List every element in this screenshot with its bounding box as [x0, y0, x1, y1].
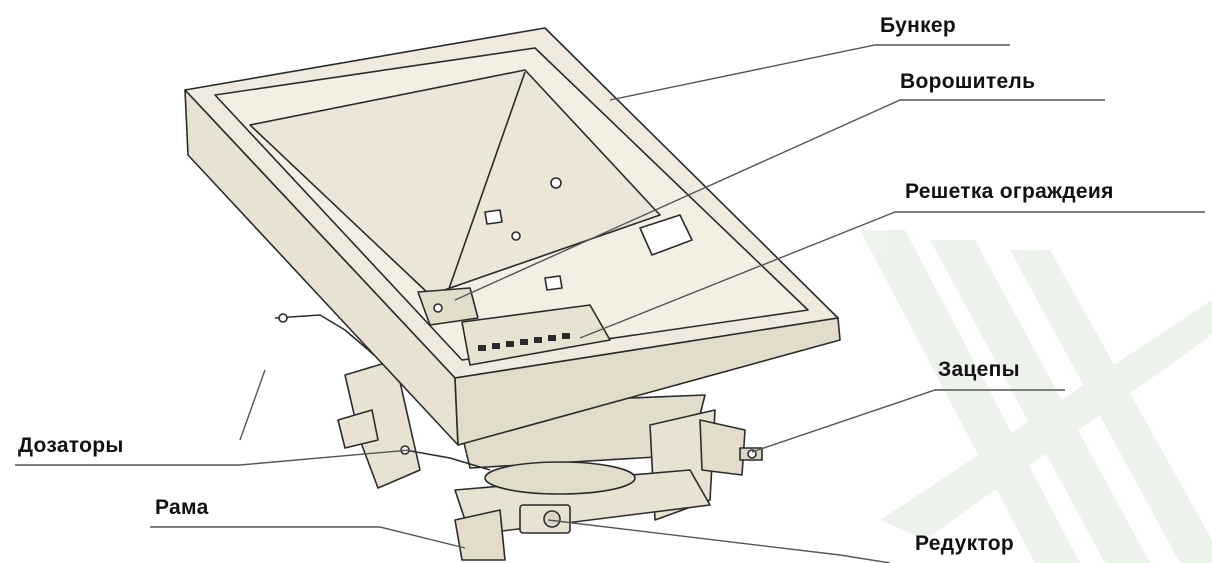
label-hitches: Зацепы	[938, 358, 1020, 381]
guard-grid-slots	[478, 333, 570, 351]
leader-gearbox	[547, 519, 891, 563]
leader-frame	[150, 526, 466, 549]
hopper-inner-slope	[249, 69, 661, 296]
guard-grid-plate	[461, 304, 611, 366]
spreader-body	[184, 27, 841, 561]
label-dispensers: Дозаторы	[18, 434, 124, 457]
frame-foot-front	[454, 509, 506, 561]
label-guard-grid: Решетка ограждеия	[905, 180, 1114, 203]
agitator-plate	[417, 287, 479, 326]
label-agitator: Ворошитель	[900, 70, 1036, 93]
frame-right-plate	[699, 419, 746, 476]
leader-lines	[15, 44, 1205, 563]
leader-guard-grid	[579, 211, 1205, 339]
spinner-disc	[484, 461, 636, 495]
background-watermark	[860, 230, 1212, 563]
leader-dispensers	[15, 449, 411, 466]
hopper-side-wall	[454, 317, 841, 446]
leader-dispensers-side	[239, 369, 266, 441]
dispenser-lever-right	[404, 449, 491, 471]
frame-left-foot	[337, 409, 379, 449]
leader-agitator	[454, 99, 1105, 301]
label-hopper: Бункер	[880, 14, 956, 37]
dispenser-lever-left	[274, 314, 381, 361]
label-gearbox: Редуктор	[915, 532, 1015, 555]
leader-hitches	[751, 389, 1065, 453]
leader-hopper	[609, 44, 1010, 101]
label-frame: Рама	[155, 496, 209, 519]
